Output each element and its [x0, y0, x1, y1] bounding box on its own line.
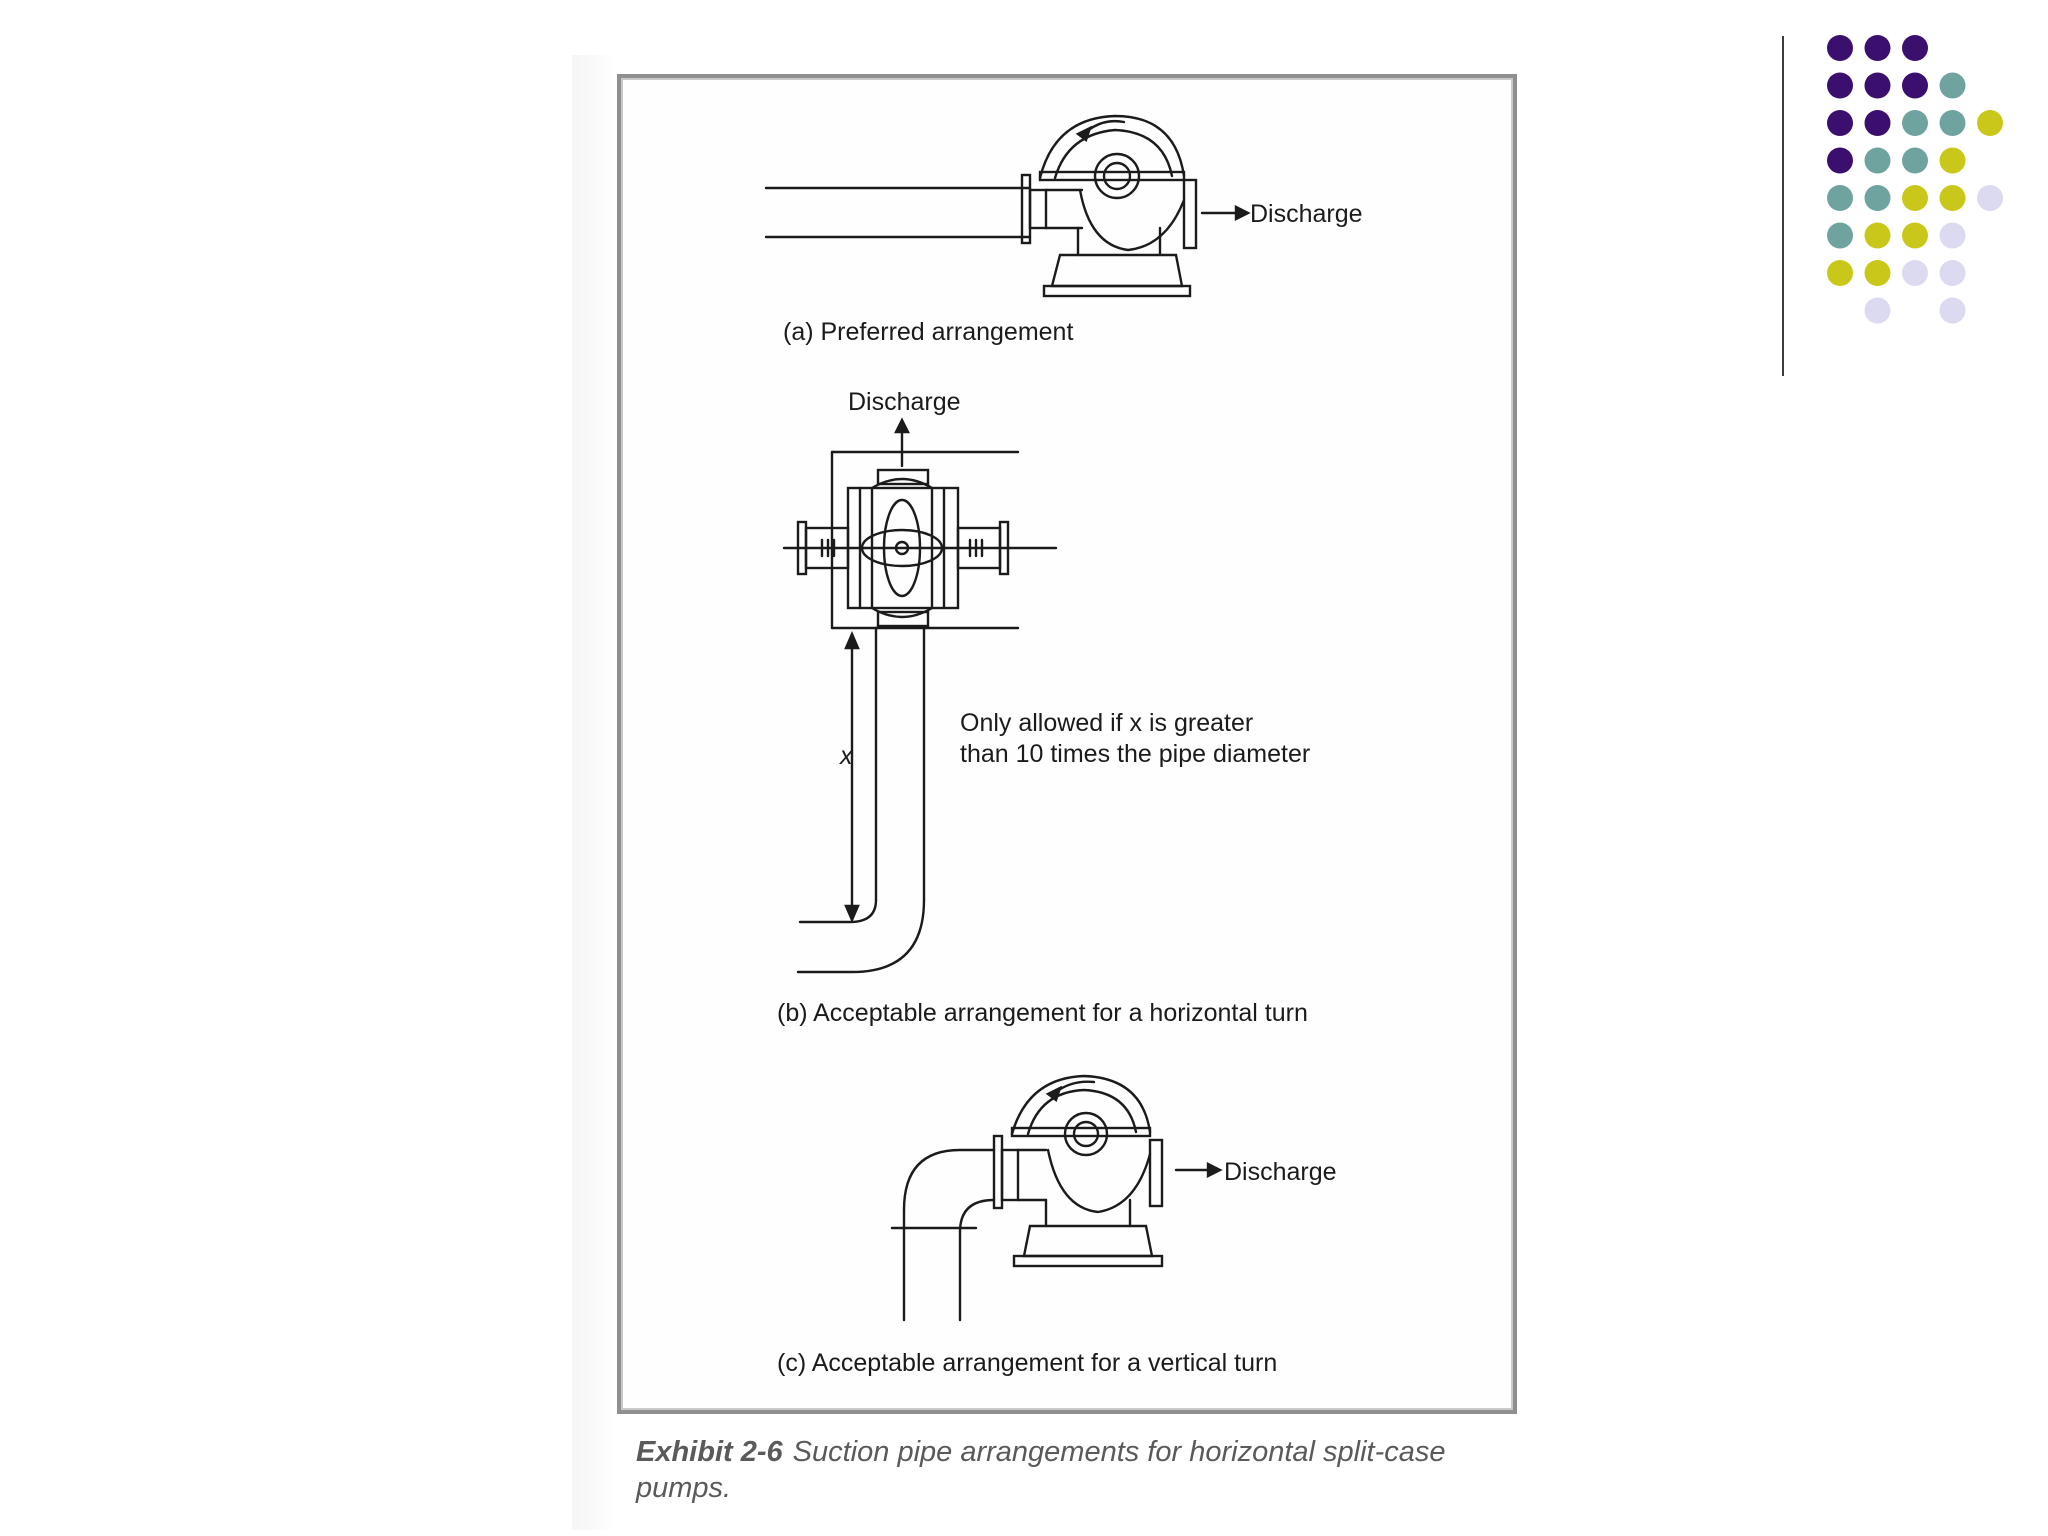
panel-a-pump [1020, 114, 1198, 298]
decorative-dot [1939, 260, 1966, 286]
panel-b-discharge-arrow [894, 417, 910, 468]
panel-a-suction-pipe [764, 186, 1032, 239]
decorative-dot [1902, 260, 1928, 286]
decorative-dot [1939, 72, 1966, 99]
decorative-dot-grid [1827, 35, 2003, 324]
decorative-dot [1827, 110, 1853, 136]
decorative-dot [1864, 260, 1891, 286]
panel-a-discharge-arrow [1200, 205, 1251, 221]
decorative-divider [1782, 36, 1784, 376]
exhibit-text: Suction pipe arrangements for horizontal… [636, 1436, 1446, 1504]
scan-edge-shadow [572, 55, 614, 1530]
panel-b-discharge-label: Discharge [848, 388, 961, 416]
decorative-dot [1827, 185, 1853, 211]
figure-frame [617, 74, 1517, 1414]
decorative-dot [1827, 35, 1853, 61]
decorative-dot [1939, 147, 1966, 174]
decorative-dot [1864, 110, 1891, 136]
decorative-dot [1902, 147, 1928, 174]
decorative-dot [1902, 110, 1928, 136]
decorative-dot [1827, 222, 1853, 249]
panel-b-dimension-label: x [839, 742, 854, 770]
panel-b-dimension-x [844, 630, 860, 924]
panel-b-caption: (b) Acceptable arrangement for a horizon… [777, 999, 1308, 1027]
decorative-dot [1864, 185, 1891, 211]
panel-c-discharge-arrow [1174, 1162, 1223, 1178]
panel-c-discharge-label: Discharge [1224, 1158, 1337, 1186]
panel-c-suction-elbow [890, 1148, 996, 1322]
panel-b-note-line2: than 10 times the pipe diameter [960, 740, 1310, 768]
decorative-dot [1977, 185, 2003, 211]
panel-b-note-line1: Only allowed if x is greater [960, 709, 1253, 737]
panel-b-suction-pipe [796, 626, 926, 974]
panel-c-caption: (c) Acceptable arrangement for a vertica… [777, 1349, 1277, 1377]
decorative-dot [1939, 185, 1966, 211]
decorative-dot [1864, 222, 1891, 249]
decorative-dot [1827, 260, 1853, 286]
decorative-dot [1902, 185, 1928, 211]
decorative-dot [1939, 222, 1966, 249]
decorative-dot [1902, 222, 1928, 249]
panel-a-caption: (a) Preferred arrangement [783, 318, 1073, 346]
panel-b-pump-plan [796, 468, 1010, 628]
decorative-dot [1902, 35, 1928, 61]
decorative-dot [1864, 147, 1891, 174]
decorative-dot [1864, 72, 1891, 99]
decorative-dot [1864, 297, 1891, 324]
panel-c-pump [992, 1074, 1164, 1268]
panel-a-discharge-label: Discharge [1250, 200, 1363, 228]
decorative-dot [1939, 297, 1966, 324]
decorative-dot [1977, 110, 2003, 136]
decorative-dot [1902, 72, 1928, 99]
decorative-dot [1827, 72, 1853, 99]
exhibit-number: Exhibit 2-6 [636, 1436, 783, 1468]
decorative-dot [1939, 110, 1966, 136]
decorative-dot [1827, 147, 1853, 174]
decorative-dot [1864, 35, 1891, 61]
